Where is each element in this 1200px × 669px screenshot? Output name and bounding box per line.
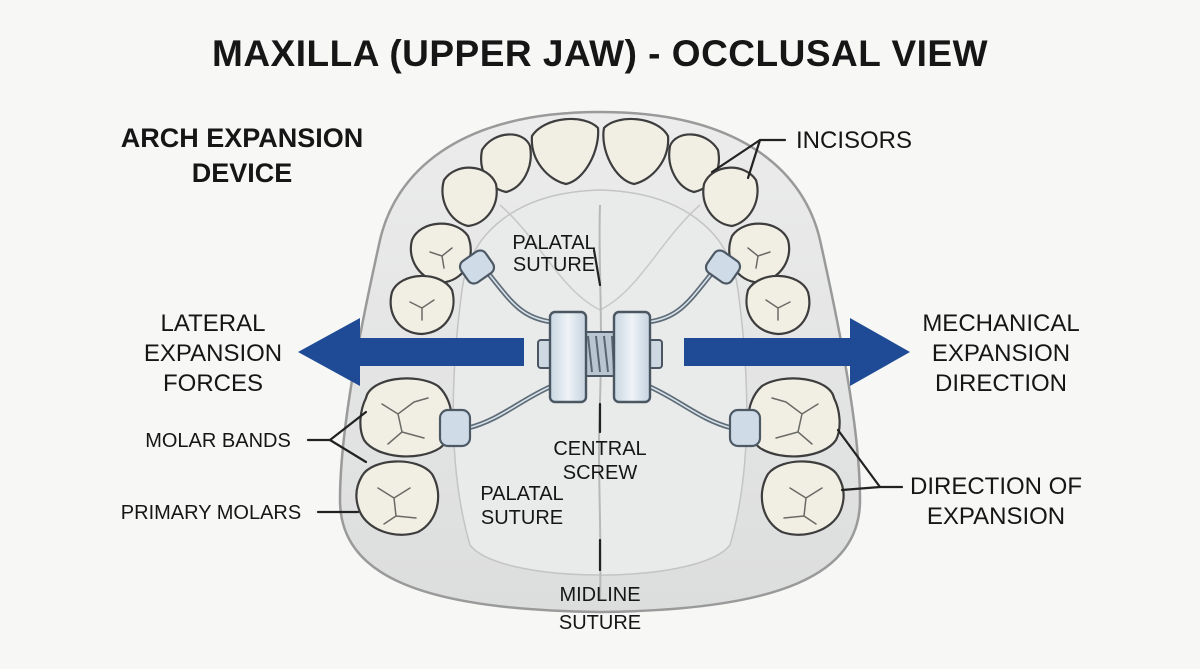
- direction-expansion-label: DIRECTION OF: [910, 473, 1082, 500]
- midline-suture-label: SUTURE: [559, 612, 641, 634]
- incisor-tooth: [530, 117, 600, 186]
- lateral-forces-label: LATERAL: [161, 310, 266, 337]
- direction-expansion-label: EXPANSION: [927, 503, 1065, 530]
- molar-band: [438, 408, 472, 448]
- canine-tooth: [702, 166, 759, 228]
- mechanical-direction-label: DIRECTION: [935, 370, 1067, 397]
- lateral-expansion-arrow: [298, 318, 524, 386]
- central-screw-label: CENTRAL: [553, 438, 646, 460]
- palatal-suture-low-label: SUTURE: [481, 507, 563, 529]
- premolar-tooth: [389, 274, 455, 336]
- molar-band: [728, 408, 762, 448]
- molar-tooth: [747, 377, 841, 458]
- expander-block-right: [612, 310, 652, 404]
- arch-expansion-device: [438, 249, 762, 448]
- palatal-suture-top-label: SUTURE: [513, 254, 595, 276]
- premolar-band: [704, 249, 742, 285]
- mechanical-expansion-arrow: [684, 318, 910, 386]
- device-label: DEVICE: [192, 158, 293, 188]
- lateral-forces-label: FORCES: [163, 370, 263, 397]
- mechanical-direction-label: MECHANICAL: [922, 310, 1079, 337]
- leader-lines: [306, 138, 904, 572]
- teeth: [355, 117, 845, 536]
- premolar-band: [458, 249, 496, 285]
- primary-molars-label: PRIMARY MOLARS: [121, 502, 301, 524]
- canine-tooth: [441, 166, 498, 228]
- palatal-suture-low-label: PALATAL: [480, 483, 563, 505]
- molar-tooth: [359, 377, 453, 458]
- mechanical-direction-label: EXPANSION: [932, 340, 1070, 367]
- central-screw: [581, 331, 619, 377]
- incisor-tooth: [602, 117, 670, 186]
- midline-suture-label: MIDLINE: [559, 584, 640, 606]
- premolar-tooth: [745, 274, 811, 336]
- expander-block-left: [548, 310, 588, 404]
- diagram-title: MAXILLA (UPPER JAW) - OCCLUSAL VIEW: [212, 33, 988, 74]
- palatal-suture-top-label: PALATAL: [512, 232, 595, 254]
- lateral-forces-label: EXPANSION: [144, 340, 282, 367]
- primary-molar-tooth: [760, 460, 845, 536]
- central-screw-label: SCREW: [563, 462, 638, 484]
- incisors-label: INCISORS: [796, 127, 912, 154]
- primary-molar-tooth: [355, 460, 440, 536]
- device-label: ARCH EXPANSION: [121, 123, 364, 153]
- molar-bands-label: MOLAR BANDS: [145, 430, 291, 452]
